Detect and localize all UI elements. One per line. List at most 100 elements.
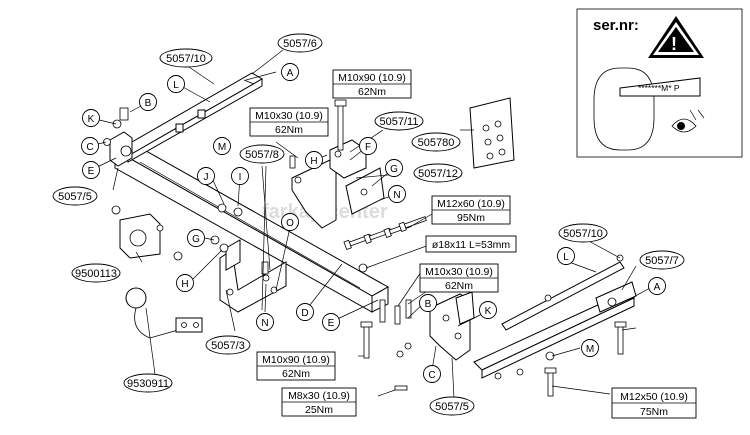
callout-b-top: B (139, 93, 157, 111)
svg-text:N: N (393, 190, 400, 201)
svg-text:J: J (204, 172, 209, 183)
spec-box-m12x50: M12x50 (10.9) 75Nm (611, 387, 697, 419)
right-bolts (544, 321, 627, 397)
svg-text:M10x90 (10.9): M10x90 (10.9) (338, 72, 406, 84)
svg-text:M10x90 (10.9): M10x90 (10.9) (262, 354, 330, 366)
center-vertical-bolts (379, 299, 412, 325)
callout-a-top: A (281, 63, 299, 81)
svg-text:5057/3: 5057/3 (211, 340, 245, 352)
svg-text:ø18x11 L=53mm: ø18x11 L=53mm (432, 239, 511, 251)
svg-text:L: L (173, 80, 179, 91)
svg-text:I: I (239, 172, 242, 183)
svg-text:62Nm: 62Nm (358, 86, 386, 98)
svg-text:75Nm: 75Nm (640, 406, 668, 418)
crossbar-bolts (217, 155, 296, 217)
svg-text:H: H (181, 279, 188, 290)
callout-c-right: C (423, 365, 441, 383)
svg-text:M8x30 (10.9): M8x30 (10.9) (288, 390, 350, 402)
svg-text:K: K (485, 306, 492, 317)
callout-f: F (359, 137, 377, 155)
svg-text:505780: 505780 (418, 137, 455, 149)
svg-text:5057/10: 5057/10 (563, 228, 603, 240)
left-end-bracket (103, 107, 133, 167)
spec-box-m10x90-top: M10x90 (10.9) 62Nm (332, 69, 412, 99)
callout-i: I (231, 167, 249, 185)
svg-text:E: E (88, 166, 95, 177)
svg-text:95Nm: 95Nm (457, 212, 485, 224)
warning-symbol: ! (671, 34, 677, 54)
callout-m-top: M (213, 137, 231, 155)
callout-g-left: G (187, 229, 205, 247)
svg-text:L: L (563, 252, 569, 263)
svg-text:H: H (310, 156, 317, 167)
part-label-505780: 505780 (411, 132, 461, 152)
spec-box-pin: ø18x11 L=53mm (425, 235, 517, 253)
upper-middle-bracket (291, 99, 385, 229)
svg-text:A: A (654, 282, 661, 293)
callout-c-top: C (81, 137, 99, 155)
svg-text:K: K (88, 114, 95, 125)
callout-e-center: E (322, 313, 340, 331)
svg-text:5057/5: 5057/5 (58, 191, 92, 203)
svg-text:62Nm: 62Nm (275, 124, 303, 136)
part-label-5057-6: 5057/6 (277, 33, 323, 53)
svg-text:M: M (218, 142, 226, 153)
svg-text:5057/6: 5057/6 (283, 38, 317, 50)
svg-text:M12x60 (10.9): M12x60 (10.9) (437, 198, 505, 210)
svg-text:25Nm: 25Nm (305, 404, 333, 416)
callout-h-left: H (176, 274, 194, 292)
spec-box-m10x30-top: M10x30 (10.9) 62Nm (249, 107, 329, 137)
svg-text:M10x30 (10.9): M10x30 (10.9) (425, 266, 493, 278)
part-label-5057-11: 5057/11 (374, 111, 424, 131)
callout-m-right: M (581, 339, 599, 357)
svg-text:M: M (586, 344, 594, 355)
callout-n-left: N (256, 313, 274, 331)
connector-block (469, 97, 515, 169)
svg-text:D: D (301, 308, 308, 319)
svg-text:5057/7: 5057/7 (645, 255, 679, 267)
svg-text:C: C (428, 370, 435, 381)
part-label-5057-7: 5057/7 (639, 250, 685, 270)
part-label-5057-8: 5057/8 (239, 144, 285, 164)
callout-g-top: G (385, 159, 403, 177)
callout-k-top: K (82, 109, 100, 127)
spec-box-m8x30: M8x30 (10.9) 25Nm (281, 387, 357, 417)
svg-text:A: A (287, 68, 294, 79)
part-label-5057-5-right: 5057/5 (429, 396, 475, 416)
svg-text:G: G (192, 234, 200, 245)
callout-o: O (281, 213, 299, 231)
callout-l-right: L (557, 247, 575, 265)
callout-b-right: B (419, 294, 437, 312)
right-lower-rail (473, 281, 637, 380)
svg-text:M12x50 (10.9): M12x50 (10.9) (620, 391, 688, 403)
callout-j: J (197, 167, 215, 185)
svg-text:C: C (86, 142, 93, 153)
svg-text:E: E (328, 318, 335, 329)
svg-text:62Nm: 62Nm (282, 368, 310, 380)
eye-icon (671, 109, 705, 133)
svg-text:G: G (390, 164, 398, 175)
callout-k-right: K (479, 301, 497, 319)
center-lower-bracket (219, 239, 287, 313)
left-upper-strap (117, 72, 263, 163)
callout-d: D (296, 303, 314, 321)
part-label-5057-5-left: 5057/5 (52, 186, 98, 206)
bolt-set-m12x60 (343, 216, 427, 273)
spec-box-m10x90-bottom: M10x90 (10.9) 62Nm (256, 351, 336, 381)
part-label-5057-10-right: 5057/10 (558, 223, 608, 243)
svg-text:5057/11: 5057/11 (380, 116, 419, 128)
leader-lines (89, 49, 651, 399)
spec-box-m12x60: M12x60 (10.9) 95Nm (431, 195, 511, 225)
callout-e-top: E (82, 161, 100, 179)
svg-text:5057/8: 5057/8 (245, 149, 279, 161)
callout-l-top: L (167, 75, 185, 93)
tow-ball (125, 287, 203, 339)
part-label-5057-12: 5057/12 (413, 163, 463, 183)
svg-text:9530911: 9530911 (127, 378, 169, 390)
lower-center-bolts (360, 321, 412, 391)
svg-text:62Nm: 62Nm (445, 280, 473, 292)
svg-text:O: O (286, 218, 294, 229)
callout-h-top: H (305, 151, 323, 169)
